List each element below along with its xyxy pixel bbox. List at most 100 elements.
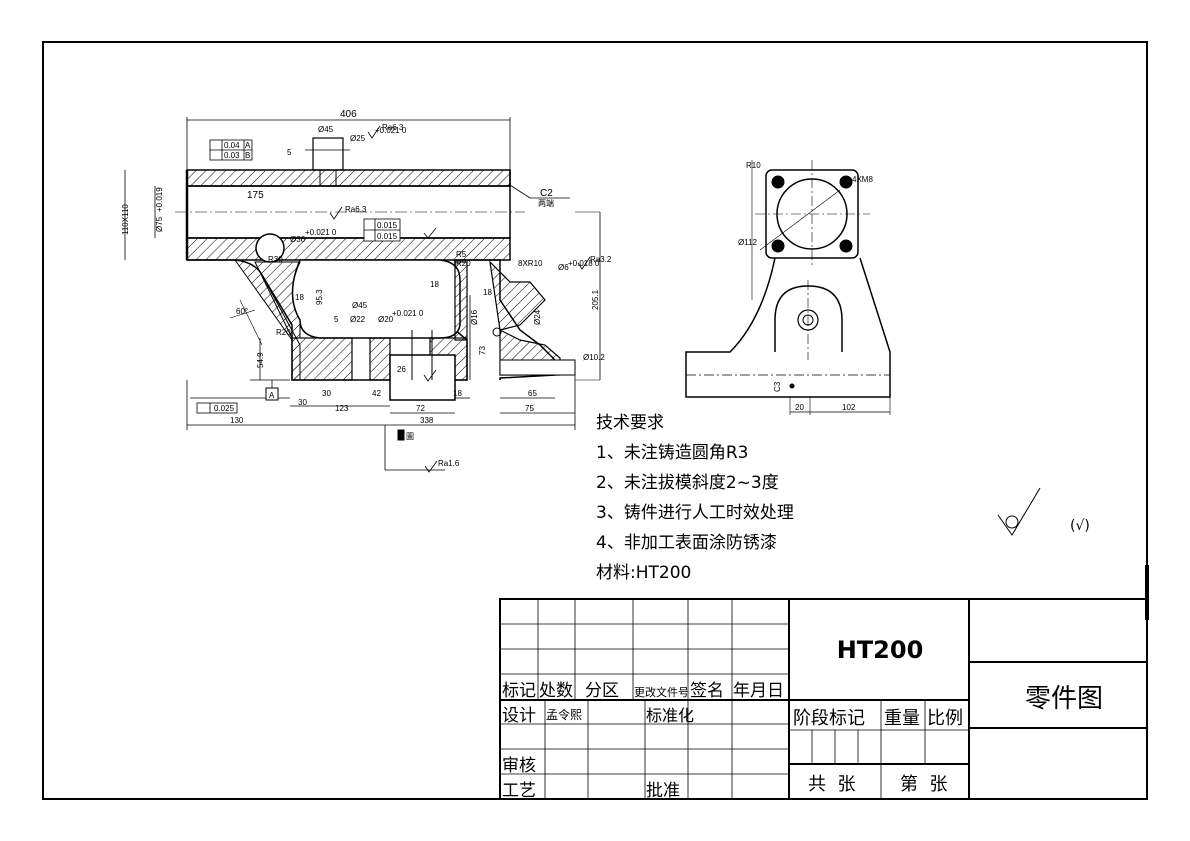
note-3: 3、铸件进行人工时效处理	[596, 503, 794, 523]
tb-h-change: 更改文件号	[634, 685, 689, 699]
dim-65: 65	[528, 389, 537, 398]
dim-18c: 18	[295, 293, 304, 302]
dim-angle: 60°	[236, 307, 248, 316]
dim-30b: 30	[322, 389, 331, 398]
dim-r20: R20	[456, 259, 471, 268]
side-view	[685, 160, 891, 415]
dim-d22: Ø22	[350, 315, 366, 324]
dim-5-top: 5	[287, 148, 292, 157]
tb-h-zone: 分区	[585, 681, 619, 701]
tb-h-count: 处数	[539, 681, 573, 701]
tb-drawing-name: 零件图	[1025, 684, 1103, 714]
fit-d36: +0.021 0	[305, 228, 337, 237]
fc-other-value: 0.03	[224, 151, 240, 160]
dim-95: 95.3	[315, 289, 324, 305]
note-2: 2、未注拔模斜度2~3度	[596, 473, 779, 493]
rough-bottom: Ra1.6	[438, 459, 460, 468]
rough-mid: Ra6.3	[345, 205, 367, 214]
roughness-paren: (√)	[1070, 518, 1090, 534]
dim-73: 73	[478, 346, 487, 355]
fc-perp: 0.015	[377, 221, 398, 230]
dim-8xr10: 8XR10	[518, 259, 543, 268]
tb-review: 审核	[502, 756, 536, 776]
dim-d20: Ø20	[378, 315, 394, 324]
dim-5b: 5	[334, 315, 339, 324]
side-4xm8: 4XM8	[852, 175, 873, 184]
fit-d6: +0.018 0	[568, 259, 600, 268]
chamfer-c2: C2	[540, 188, 553, 199]
chamfer-note: 两端	[538, 198, 554, 208]
flatness-value: 0.025	[214, 404, 235, 413]
dim-30a: 30	[298, 398, 307, 407]
dim-18b: 18	[483, 288, 492, 297]
r30-circle	[255, 233, 285, 263]
dim-338: 338	[420, 416, 434, 425]
dim-r20b: R20	[276, 328, 291, 337]
side-r10: R10	[746, 161, 761, 170]
tb-sheet-no: 第 张	[900, 774, 947, 795]
dim-r5: R5	[456, 250, 467, 259]
dim-d10: Ø10.2	[583, 353, 605, 362]
main-view-dimensions: 406 Ø45 Ø25 +0.021 0 Ra6.3 5 175 Ø75 +0.…	[121, 109, 612, 468]
tb-stage: 阶段标记	[793, 708, 865, 729]
tb-h-date: 年月日	[733, 681, 784, 701]
tb-design: 设计	[502, 706, 536, 726]
roughness-symbol	[997, 487, 1041, 536]
tb-weight: 重量	[884, 708, 920, 729]
tb-process: 工艺	[502, 781, 536, 801]
dim-d25: Ø25	[350, 134, 366, 143]
dim-130: 130	[230, 416, 244, 425]
title-block	[499, 598, 1148, 800]
datum-a: A	[269, 391, 275, 400]
tol-d75: +0.019	[155, 187, 164, 212]
note-1: 1、未注铸造圆角R3	[596, 443, 748, 463]
dim-26: 26	[397, 365, 406, 374]
tb-h-mark: 标记	[502, 681, 536, 701]
rough-top: Ra6.3	[382, 123, 404, 132]
dim-r30: R30	[268, 255, 283, 264]
fc-other-ref: B	[245, 151, 250, 160]
dim-54: 54.9	[256, 352, 265, 368]
tb-scale: 比例	[927, 708, 963, 729]
dim-d24: Ø24	[533, 309, 542, 325]
dim-18a: 18	[430, 280, 439, 289]
technical-notes: 技术要求 1、未注铸造圆角R3 2、未注拔模斜度2~3度 3、铸件进行人工时效处…	[596, 413, 794, 583]
dim-205: 205.1	[591, 289, 600, 310]
tb-designer: 孟令熙	[546, 707, 582, 722]
side-20: 20	[795, 403, 804, 412]
note-4: 4、非加工表面涂防锈漆	[596, 533, 777, 553]
dim-175: 175	[247, 190, 264, 201]
dim-75: 75	[525, 404, 534, 413]
notes-title: 技术要求	[596, 413, 664, 433]
dim-72: 72	[416, 404, 425, 413]
fc-parallel-ref: A	[245, 141, 251, 150]
side-c3: C3	[773, 381, 782, 392]
tb-h-sign: 签名	[690, 681, 724, 701]
side-102: 102	[842, 403, 856, 412]
tb-total-sheets: 共 张	[808, 774, 855, 795]
tb-material: HT200	[837, 636, 924, 664]
tube-wall-top	[186, 169, 511, 187]
dim-d16: Ø16	[470, 309, 479, 325]
dim-d45-top: Ø45	[318, 125, 334, 134]
dim-d6: Ø6	[558, 263, 569, 272]
title-block-text: HT200 零件图 标记 处数 分区 更改文件号 签名 年月日 设计 孟令熙 标…	[502, 636, 1103, 801]
side-view-dimensions: R10 4XM8 Ø112 20 102 C3	[738, 161, 873, 412]
dim-d45b: Ø45	[352, 301, 368, 310]
rough-r32: Ra3.2	[590, 255, 612, 264]
fc-parallel-value: 0.04	[224, 141, 240, 150]
fc-round: 0.015	[377, 232, 398, 241]
dim-123: 123	[335, 404, 349, 413]
dim-406: 406	[340, 109, 357, 120]
dim-18d: 18	[453, 389, 462, 398]
tb-approve: 批准	[646, 781, 680, 801]
datum-note: 圖	[406, 432, 414, 441]
dim-110: 110X110	[121, 204, 130, 235]
tb-standard: 标准化	[646, 706, 694, 725]
dim-d75: Ø75	[155, 216, 164, 232]
side-d112: Ø112	[738, 238, 758, 247]
dim-d36: Ø36	[290, 235, 306, 244]
fit-d20: +0.021 0	[392, 309, 424, 318]
fit-top: +0.021 0	[375, 126, 407, 135]
